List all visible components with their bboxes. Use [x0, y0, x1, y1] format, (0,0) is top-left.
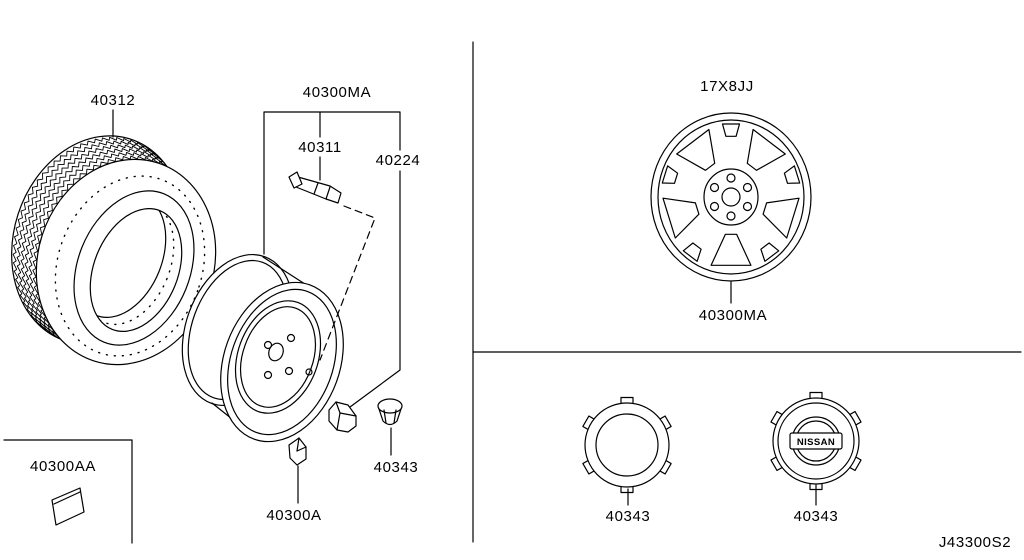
inset-box-border: [3, 439, 133, 544]
alloy-wheel-small-window: [721, 123, 741, 137]
center-cap-tabs: [582, 396, 672, 494]
alloy-wheel-hub: [703, 168, 759, 226]
alloy-wheel-small-window: [661, 165, 679, 184]
wheel-front-rim-inner: [227, 288, 337, 436]
alloy-wheel-small-window: [682, 242, 702, 262]
weight-body: [51, 487, 85, 526]
figure-code: J43300S2: [939, 534, 1011, 551]
valve-part-label: 40311: [298, 139, 342, 156]
alloy-wheel-lug-hole: [726, 173, 736, 183]
weight-part-label: 40300AA: [30, 458, 96, 475]
center-cap-part-label: 40343: [606, 508, 651, 525]
alloy-wheel-spoke-window: [746, 128, 786, 171]
alloy-wheel-spoke-window: [676, 128, 716, 171]
alloy-wheel-size-label: 17X8JJ: [700, 78, 754, 95]
balance-weight: [51, 487, 85, 526]
center-cap-outer: [584, 402, 670, 488]
small-cap-top: [377, 398, 403, 414]
alloy-wheel-small-window: [760, 242, 780, 262]
valve-ring: [325, 186, 331, 200]
alloy-wheel-small-window: [783, 165, 801, 184]
center-cap-plain: [582, 396, 672, 494]
alloy-wheel-part-label: 40300MA: [699, 307, 767, 324]
alloy-wheel-spoke-window: [710, 233, 752, 266]
small-cap-rib: [393, 409, 397, 424]
nut-body: [328, 401, 357, 433]
assy-bracket-left: [263, 111, 401, 255]
tire: [11, 135, 217, 366]
wheel-nut: [328, 401, 357, 433]
alloy-wheel-windows: [661, 123, 801, 266]
alloy-wheel-center-bore: [721, 187, 741, 207]
valve-install-guide: [319, 205, 376, 361]
alloy-wheel-lug-hole: [742, 182, 753, 193]
tire-sidewall-texture: [54, 175, 206, 357]
nissan-logo-text: NISSAN: [797, 437, 835, 448]
center-cap-inner: [595, 413, 659, 477]
wheel-lug-hole: [284, 366, 294, 376]
nut-leader-line: [349, 170, 401, 408]
balance-weight-clip: [288, 437, 307, 466]
alloy-wheel: [650, 112, 812, 282]
tire-part-label: 40312: [91, 92, 136, 109]
clip-edge: [296, 446, 307, 452]
wheel-hub-disc: [234, 300, 322, 414]
center-cap-inner: [777, 402, 855, 480]
valve-ring: [313, 182, 319, 195]
alloy-wheel-lug-holes: [709, 173, 753, 221]
small-cap-part-label: 40343: [374, 459, 419, 476]
nut-edge: [339, 412, 357, 417]
weight-edge: [53, 491, 81, 505]
alloy-wheel-lug-hole: [726, 211, 736, 221]
small-cap: [377, 398, 403, 426]
nut-part-label: 40224: [376, 152, 421, 169]
valve: [288, 171, 342, 204]
steel-wheel: [181, 253, 344, 443]
tire-bead: [73, 190, 195, 346]
wheel-lug-hole: [263, 340, 273, 350]
valve-cap: [288, 171, 303, 189]
center-cap-part-label: 40343: [794, 508, 839, 525]
clip-part-label: 40300A: [266, 507, 321, 524]
wheel-center-bore: [268, 342, 284, 362]
center-cap-logo: NISSAN: [770, 391, 862, 491]
alloy-wheel-spoke-window: [762, 197, 800, 239]
alloy-wheel-inner-rim: [657, 119, 805, 275]
wheel-lug-hole: [286, 333, 296, 343]
clip-edge: [296, 437, 300, 452]
wheel-valve-hole: [305, 368, 313, 376]
alloy-wheel-lug-hole: [742, 201, 753, 212]
valve-body: [295, 176, 342, 204]
wheel-barrel-top-line: [262, 256, 309, 287]
wheel-assy-part-label: 40300MA: [303, 84, 371, 101]
alloy-wheel-spoke-window: [662, 197, 700, 239]
alloy-wheel-lug-hole: [709, 182, 720, 193]
clip-body: [288, 437, 307, 466]
alloy-wheel-lug-hole: [709, 201, 720, 212]
wheel-lug-hole: [263, 370, 273, 380]
small-cap-rib: [383, 409, 387, 424]
nut-edge: [335, 401, 341, 414]
nissan-logo-band: [789, 432, 843, 450]
nut-edge: [336, 412, 341, 431]
